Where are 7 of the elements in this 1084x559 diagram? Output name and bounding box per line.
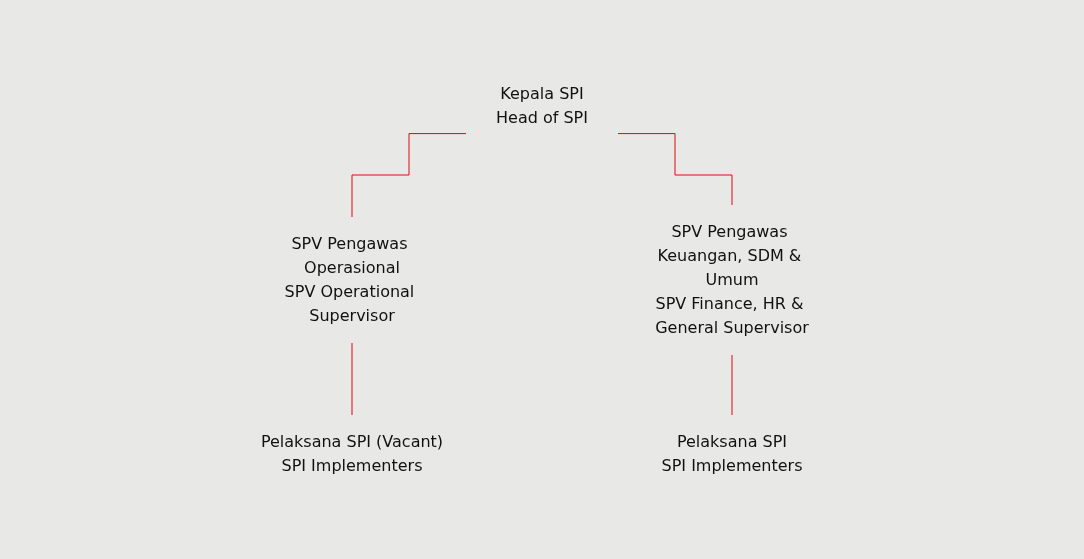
connector <box>351 132 467 217</box>
node-text: Pelaksana SPI (Vacant) SPI Implementers <box>260 431 444 475</box>
node-text: Kepala SPI Head of SPI <box>496 83 588 127</box>
connector <box>617 132 733 205</box>
node-text: Pelaksana SPI SPI Implementers <box>661 431 803 475</box>
node-text: SPV Pengawas Operasional SPV Operational Supervisor <box>284 233 415 325</box>
node-text: SPV Pengawas Keuangan, SDM & Umum SPV Finance, HR & General Supervisor <box>655 221 809 337</box>
